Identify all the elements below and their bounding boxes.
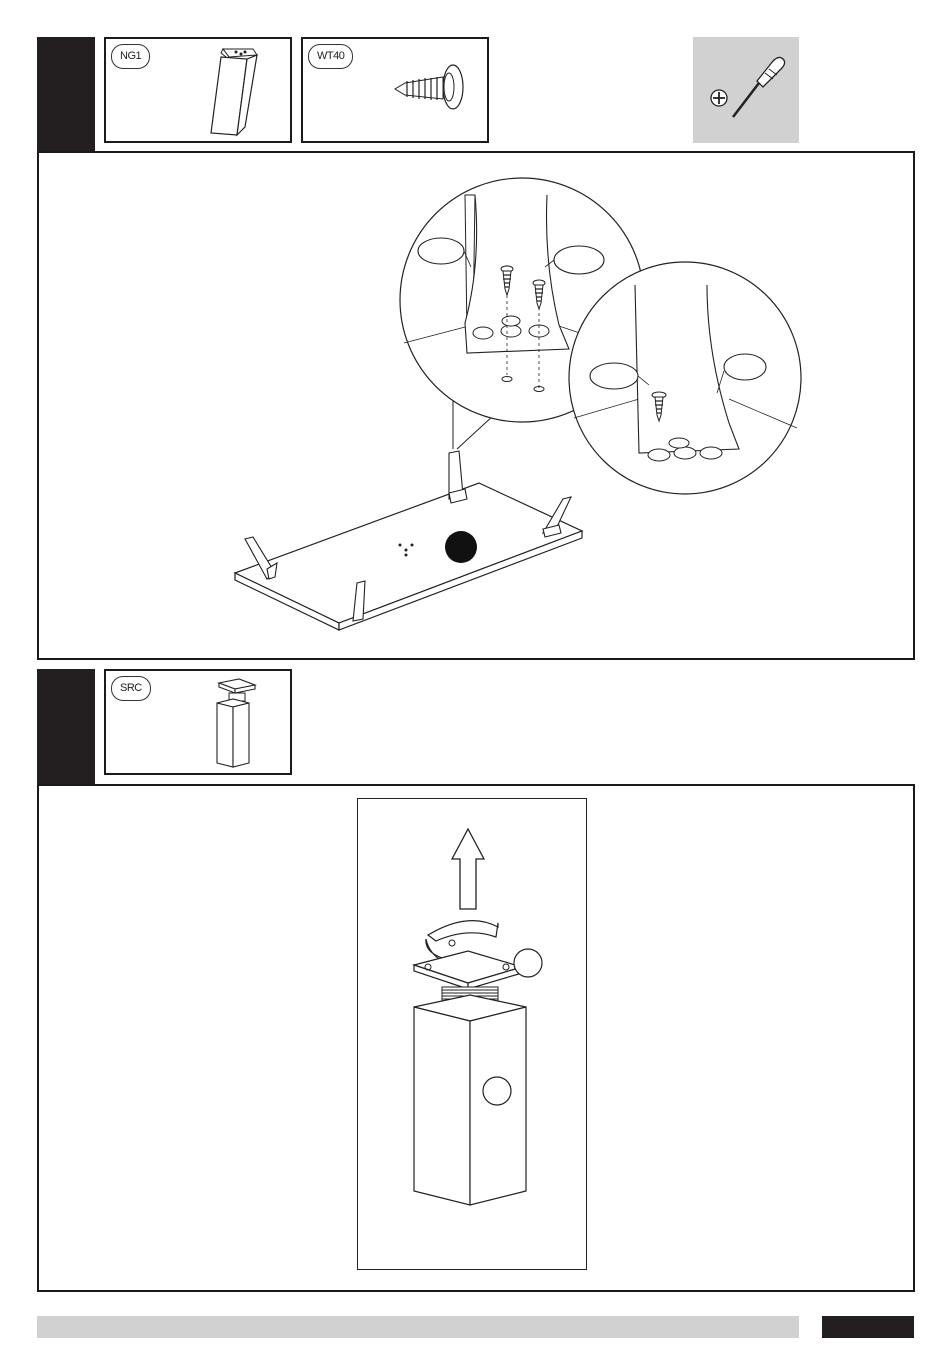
detail-circle-2 <box>569 262 801 494</box>
center-marker <box>445 531 477 563</box>
phillips-screwdriver-icon <box>693 37 799 143</box>
step-2-panel <box>37 784 915 1292</box>
footer-bar <box>37 1316 799 1338</box>
part-card-ng1: NG1 <box>104 37 292 143</box>
callout-right-2 <box>724 354 766 380</box>
tabletop-drawing <box>235 399 582 630</box>
callout-right-1 <box>554 246 604 274</box>
callout-left-1 <box>418 238 464 264</box>
step-1-panel <box>37 151 915 660</box>
leg-attachment-diagram <box>39 153 913 658</box>
part-code-src: SRC <box>111 676 151 701</box>
callout-plate <box>514 949 542 977</box>
callout-leg <box>483 1077 511 1105</box>
callout-left-2 <box>590 363 638 389</box>
screw-icon <box>391 59 481 119</box>
detail-frame <box>357 798 587 1270</box>
part-code-wt40: WT40 <box>308 44 353 69</box>
part-card-src: SRC <box>104 669 292 775</box>
part-card-wt40: WT40 <box>301 37 489 143</box>
square-leg-icon <box>211 675 261 771</box>
part-code-ng1: NG1 <box>111 44 150 69</box>
tool-card <box>693 37 799 143</box>
tapered-leg-icon <box>201 43 261 139</box>
page-number-block <box>822 1316 914 1338</box>
rotate-arrow-icon <box>428 921 498 941</box>
up-arrow-icon <box>452 829 484 909</box>
leg-unscrew-diagram <box>358 799 586 1269</box>
